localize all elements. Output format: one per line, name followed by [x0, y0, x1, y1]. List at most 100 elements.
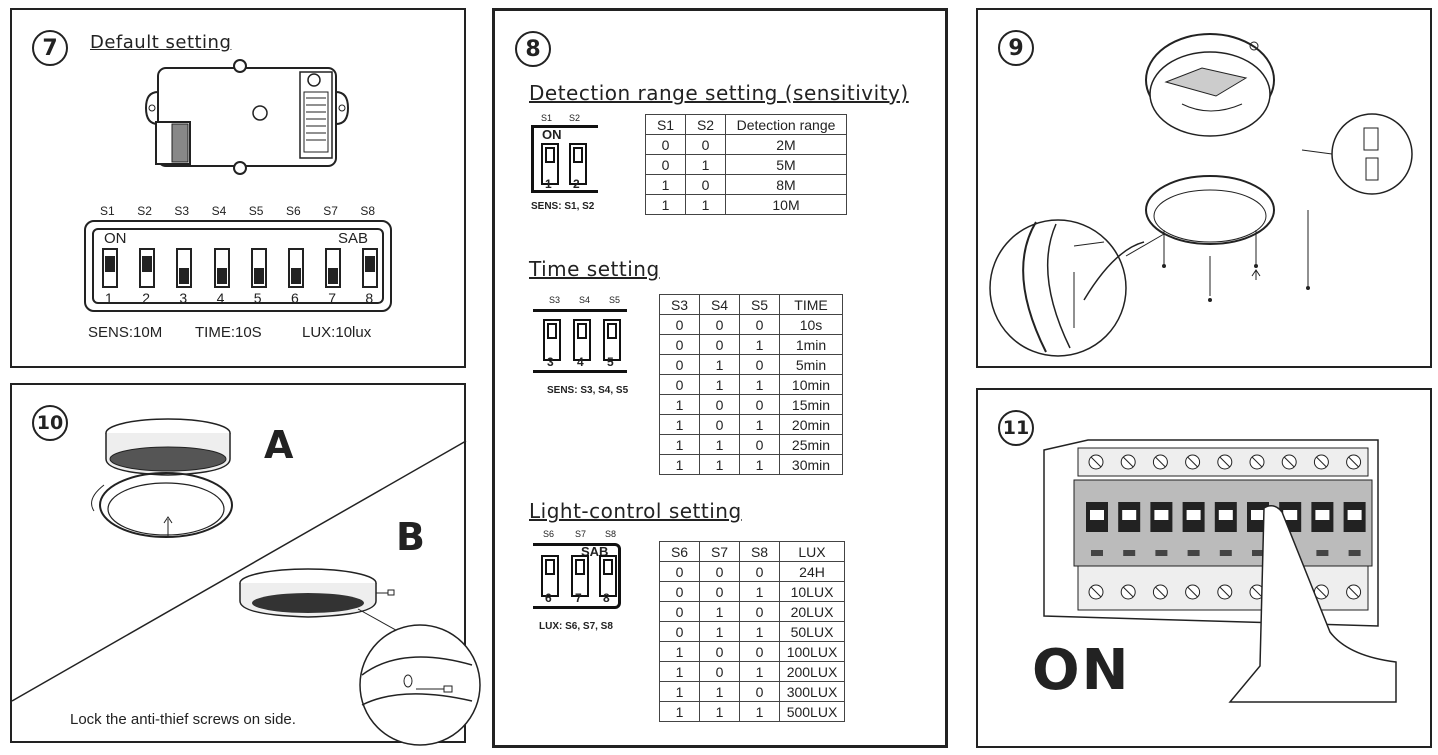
table-cell: 0 [659, 581, 700, 602]
panel-settings: 8 Detection range setting (sensitivity) … [492, 8, 948, 748]
switch-top-rule [533, 309, 627, 312]
table-cell: 1 [699, 601, 740, 622]
dip-switch [250, 248, 267, 288]
switch-number: 4 [577, 355, 584, 369]
table-cell: 0 [645, 134, 686, 155]
step-number-badge: 11 [998, 410, 1034, 446]
dip-switch-inner [92, 228, 384, 304]
switch-number: 6 [545, 591, 552, 605]
table-cell: 1min [779, 334, 843, 355]
switch-bottom-rule [533, 370, 627, 373]
table-header-cell: S3 [659, 294, 700, 315]
switch-header: S6 [543, 529, 555, 539]
table-cell: 0 [699, 314, 740, 335]
table-cell: 0 [685, 174, 726, 195]
table-cell: 0 [659, 334, 700, 355]
detection-caption: SENS: S1, S2 [531, 201, 595, 212]
step-number-badge: 9 [998, 30, 1034, 66]
table-cell: 0 [699, 561, 740, 582]
on-label: ON [104, 230, 127, 247]
table-cell: 1 [739, 661, 780, 682]
table-cell: 20LUX [779, 601, 845, 622]
step-number-badge: 7 [32, 30, 68, 66]
switch-number: 5 [253, 290, 262, 306]
mounting-illustration [989, 33, 1413, 357]
panel-mount-fixture: 9 [976, 8, 1432, 368]
dip-switch [362, 248, 379, 288]
table-cell: 1 [659, 701, 700, 722]
table-cell: 50LUX [779, 621, 845, 642]
dip-switch [102, 248, 118, 288]
time-default: TIME:10S [195, 324, 262, 341]
dip-switch [288, 248, 304, 288]
table-cell: 24H [779, 561, 845, 582]
switch-frame [533, 543, 621, 609]
switch-header: S3 [549, 295, 561, 305]
table-cell: 0 [699, 661, 740, 682]
table-cell: 0 [699, 334, 740, 355]
light-switch-graphic: S6 S7 S8 SAB 6 7 8 [533, 529, 627, 613]
panel-install-cover: 10 A B Lock the anti-thief screws on sid… [10, 383, 481, 746]
table-header-cell: S6 [659, 541, 700, 562]
table-cell: 1 [685, 154, 726, 175]
dip-switch [599, 555, 617, 597]
table-cell: 0 [659, 354, 700, 375]
install-caption: Lock the anti-thief screws on side. [70, 711, 296, 728]
table-cell: 0 [699, 414, 740, 435]
dip-switch [213, 248, 230, 288]
light-title: Light-control setting [529, 499, 742, 523]
sab-label: SAB [338, 230, 369, 247]
detection-on-label: ON [542, 127, 562, 142]
table-cell: 0 [659, 621, 700, 642]
table-header-cell: S4 [699, 294, 740, 315]
table-header-cell: S8 [739, 541, 780, 562]
table-header-cell: Detection range [725, 114, 847, 135]
power-on-label: ON [1032, 638, 1131, 703]
table-cell: 0 [659, 561, 700, 582]
switch-bottom-rule [534, 190, 598, 193]
dip-switch [541, 143, 559, 185]
switch-number: 7 [575, 591, 582, 605]
switch-number: 7 [328, 290, 336, 306]
switch-number: 3 [179, 290, 188, 306]
table-cell: 15min [779, 394, 843, 415]
table-cell: 0 [739, 561, 780, 582]
switch-number: 5 [607, 355, 614, 369]
switch-header: S7 [575, 529, 587, 539]
table-cell: 10min [779, 374, 843, 395]
switch-number: 6 [291, 290, 299, 306]
switch-header: S8 [605, 529, 617, 539]
switch-header: S5 [609, 295, 621, 305]
switch-header: S4 [579, 295, 591, 305]
table-cell: 1 [659, 661, 700, 682]
table-cell: 0 [699, 394, 740, 415]
table-cell: 0 [685, 134, 726, 155]
switch-number: 8 [365, 290, 374, 306]
table-cell: 1 [659, 414, 700, 435]
table-cell: 0 [739, 394, 780, 415]
switch-number: 8 [603, 591, 610, 605]
table-cell: 1 [685, 194, 726, 215]
switch-number: 3 [547, 355, 554, 369]
switch-label: S8 [360, 204, 376, 218]
table-cell: 5M [725, 154, 847, 175]
dip-switch [176, 248, 193, 288]
table-cell: 1 [659, 454, 700, 475]
panel-power-on: 11 ON [976, 388, 1432, 748]
time-caption: SENS: S3, S4, S5 [547, 385, 629, 396]
sens-default: SENS:10M [88, 324, 163, 341]
